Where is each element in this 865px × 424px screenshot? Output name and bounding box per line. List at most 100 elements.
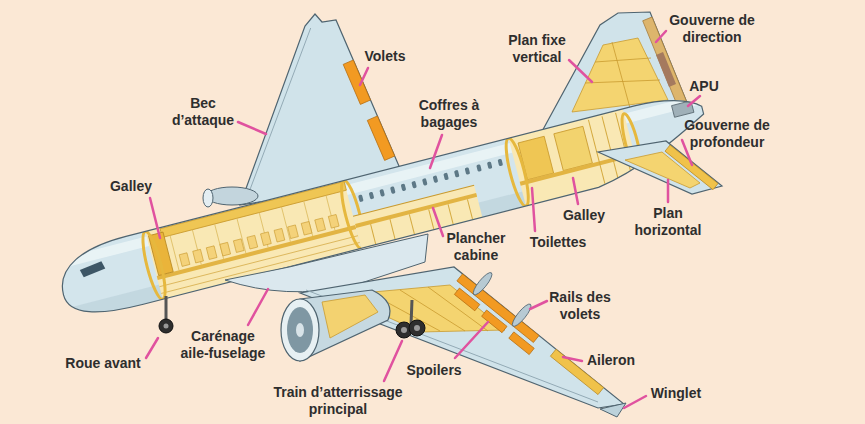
part-label: APU	[689, 78, 719, 95]
nose-landing-gear	[164, 324, 169, 329]
leader-line	[532, 188, 535, 231]
fuselage	[454, 170, 460, 178]
main-landing-gear	[401, 327, 407, 333]
leader-line	[563, 357, 582, 361]
leader-line	[573, 178, 578, 204]
part-label: Gouverne de profondeur	[677, 117, 777, 151]
fuselage	[602, 116, 618, 180]
near-engine	[281, 299, 319, 361]
fuselage	[409, 214, 414, 234]
part-label: Carénage aile-fuselage	[177, 328, 269, 362]
vertical-fin	[612, 42, 630, 108]
part-label: Aileron	[587, 352, 635, 369]
far-engine	[203, 189, 213, 207]
part-label: Bec d’attaque	[163, 95, 243, 129]
leader-line	[360, 68, 368, 85]
leader-line	[430, 135, 442, 168]
fuselage	[139, 230, 170, 301]
near-wing	[471, 270, 495, 297]
part-label: Plancher cabine	[439, 230, 514, 264]
part-label: Toilettes	[530, 234, 587, 251]
fuselage	[467, 199, 472, 219]
main-landing-gear	[409, 320, 425, 336]
leader-line	[238, 122, 266, 134]
far-engine	[203, 187, 258, 207]
part-label: Winglet	[651, 385, 701, 402]
far-engine	[206, 187, 258, 205]
near-wing	[509, 332, 534, 355]
nose-landing-gear	[159, 296, 173, 333]
fuselage	[193, 249, 204, 263]
part-label: Plan fixe vertical	[497, 32, 577, 66]
fuselage	[554, 126, 593, 170]
near-wing	[510, 302, 534, 329]
far-wing	[367, 116, 394, 160]
fuselage	[328, 214, 339, 228]
fuselage	[465, 167, 471, 175]
part-label: Spoilers	[406, 362, 461, 379]
fuselage	[422, 178, 428, 186]
part-label: Volets	[365, 48, 406, 65]
fuselage	[301, 221, 312, 235]
fuselage	[160, 181, 346, 237]
fuselage	[390, 219, 395, 239]
part-label: Train d’atterrissage principal	[263, 384, 413, 418]
near-engine	[281, 290, 390, 361]
vertical-fin	[643, 17, 688, 109]
leader-line	[248, 289, 268, 325]
fuselage	[288, 225, 299, 239]
fuselage	[369, 192, 375, 200]
near-engine	[296, 323, 304, 337]
part-label: Plan horizontal	[628, 205, 708, 239]
vertical-fin	[656, 52, 676, 87]
main-landing-gear	[396, 300, 425, 338]
part-label: Rails des volets	[540, 289, 620, 323]
near-engine	[322, 295, 378, 338]
leader-line	[624, 396, 646, 408]
fuselage	[220, 242, 231, 256]
leader-line	[455, 322, 488, 358]
fuselage	[429, 209, 434, 229]
leader-line	[384, 341, 402, 381]
nose-landing-gear	[165, 296, 168, 320]
fuselage	[315, 218, 326, 232]
far-wing	[246, 28, 311, 201]
fuselage	[206, 246, 217, 260]
part-label: Gouverne de direction	[662, 12, 762, 46]
leader-line	[433, 208, 443, 236]
leader-line	[667, 180, 670, 202]
fuselage	[274, 228, 285, 242]
fuselage	[353, 185, 474, 216]
near-wing	[600, 403, 626, 417]
fuselage	[401, 184, 407, 192]
part-label: Roue avant	[65, 355, 140, 372]
fuselage	[179, 253, 190, 267]
fuselage	[390, 186, 396, 194]
leader-line	[146, 338, 158, 358]
far-wing	[343, 60, 370, 104]
part-label: Galley	[563, 207, 605, 224]
leader-line	[688, 96, 700, 106]
fuselage	[379, 189, 385, 197]
fuselage	[247, 235, 258, 249]
fuselage	[371, 224, 376, 244]
fuselage	[448, 204, 453, 224]
fuselage	[358, 194, 364, 202]
near-engine	[287, 307, 313, 353]
vertical-fin	[595, 58, 651, 62]
leader-line	[150, 198, 160, 238]
leader-line	[146, 31, 700, 408]
near-wing	[482, 310, 507, 333]
fuselage	[443, 173, 449, 181]
near-wing	[457, 274, 539, 343]
leader-line	[530, 301, 547, 309]
fuselage	[502, 136, 533, 207]
fuselage	[433, 175, 439, 183]
fuselage	[498, 159, 504, 167]
leader-line	[656, 31, 666, 42]
fuselage	[233, 239, 244, 253]
leader-line	[569, 60, 592, 82]
fuselage	[476, 164, 482, 172]
part-label: Galley	[110, 178, 152, 195]
